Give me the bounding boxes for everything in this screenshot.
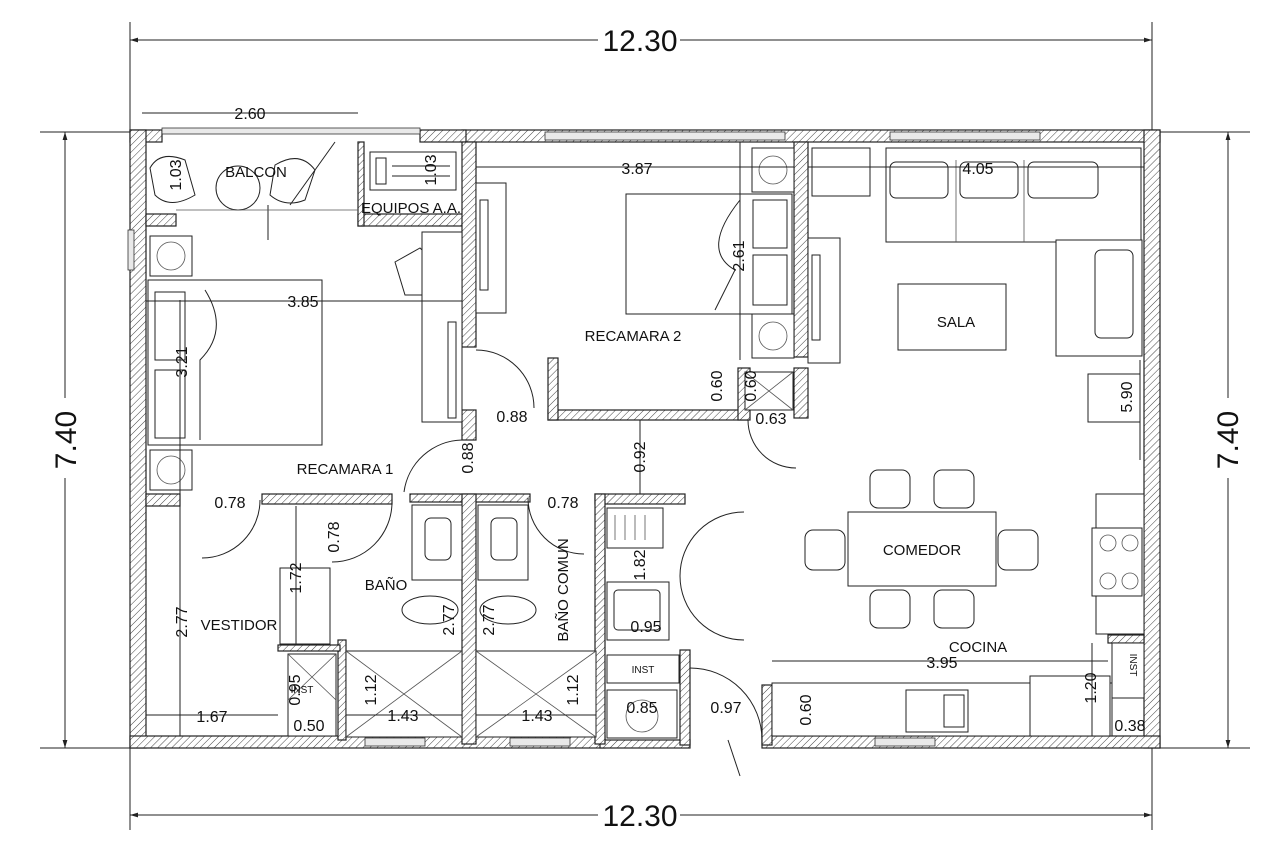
dim-hall-width: 0.92 bbox=[632, 441, 649, 472]
dim-vestidor-width: 1.67 bbox=[196, 709, 227, 726]
dim-equipos-depth: 1.03 bbox=[423, 154, 440, 185]
dim-balcon-width: 2.60 bbox=[234, 106, 265, 123]
living-furniture bbox=[811, 147, 1143, 423]
room-label-equipos: EQUIPOS A.A. bbox=[361, 200, 461, 217]
laundry-fixtures bbox=[606, 507, 763, 777]
dim-closet-depth: 0.60 bbox=[709, 370, 726, 401]
dim-service-door: 0.97 bbox=[710, 700, 741, 717]
inst-label-2: INST bbox=[632, 665, 655, 676]
overall-height-left: 7.40 bbox=[50, 411, 83, 469]
windows bbox=[127, 127, 1041, 747]
dim-inst-depth: 0.95 bbox=[287, 674, 304, 705]
dim-bano-comun-door: 0.78 bbox=[547, 495, 578, 512]
room-label-bano: BAÑO bbox=[365, 577, 408, 594]
inst-label-1: INST bbox=[291, 685, 314, 696]
dim-kitchen-inst: 0.38 bbox=[1114, 718, 1145, 735]
inner-dimension-lines bbox=[142, 112, 1144, 736]
dim-duct-depth: 0.60 bbox=[743, 370, 760, 401]
dim-kitchen-depth: 1.20 bbox=[1083, 672, 1100, 703]
dining-furniture bbox=[804, 469, 1039, 629]
dim-rec2-width: 3.87 bbox=[621, 161, 652, 178]
dim-rec2-depth: 2.61 bbox=[731, 240, 748, 271]
inst-label-3: INST bbox=[1127, 654, 1138, 677]
dim-inst-width: 0.50 bbox=[293, 718, 324, 735]
room-label-sala: SALA bbox=[937, 314, 975, 331]
dim-sala-depth: 5.90 bbox=[1119, 381, 1136, 412]
overall-dimensions bbox=[40, 22, 1250, 830]
dim-bano-depth: 2.77 bbox=[441, 604, 458, 635]
ac-equipment bbox=[369, 151, 457, 191]
dim-vestidor-door: 0.78 bbox=[214, 495, 245, 512]
dim-laundry-width: 0.95 bbox=[630, 619, 661, 636]
dim-bano-door-a: 0.78 bbox=[326, 521, 343, 552]
room-label-comedor: COMEDOR bbox=[883, 542, 962, 559]
dim-rec1-width: 3.85 bbox=[287, 294, 318, 311]
dim-bano-comun-depth: 2.77 bbox=[481, 604, 498, 635]
room-label-recamara1: RECAMARA 1 bbox=[297, 461, 394, 478]
room-label-vestidor: VESTIDOR bbox=[201, 617, 278, 634]
dim-laundry-depth: 1.82 bbox=[632, 549, 649, 580]
dim-vestidor-depth: 2.77 bbox=[174, 606, 191, 637]
overall-width-bottom: 12.30 bbox=[602, 800, 677, 833]
dim-vestidor-shelf: 1.72 bbox=[288, 562, 305, 593]
dim-balcon-depth: 1.03 bbox=[168, 159, 185, 190]
dim-shower-a-width: 1.43 bbox=[387, 708, 418, 725]
overall-width-top: 12.30 bbox=[602, 25, 677, 58]
dim-shower-b-width: 1.43 bbox=[521, 708, 552, 725]
dim-rec2-door: 0.88 bbox=[496, 409, 527, 426]
dim-kitchen-width: 3.95 bbox=[926, 655, 957, 672]
room-label-recamara2: RECAMARA 2 bbox=[585, 328, 682, 345]
room-label-cocina: COCINA bbox=[949, 639, 1007, 656]
dim-counter-depth: 0.60 bbox=[798, 694, 815, 725]
dim-boiler-width: 0.85 bbox=[626, 700, 657, 717]
kitchen-furniture bbox=[771, 493, 1145, 737]
dim-rec1-depth: 3.21 bbox=[174, 346, 191, 377]
overall-height-right: 7.40 bbox=[1212, 411, 1245, 469]
dim-duct-door: 0.63 bbox=[755, 411, 786, 428]
balcony-furniture bbox=[149, 141, 358, 240]
bathroom-fixtures bbox=[201, 497, 597, 738]
dim-shower-b-depth: 1.12 bbox=[565, 674, 582, 705]
dim-shower-a-depth: 1.12 bbox=[363, 674, 380, 705]
room-label-bano-comun: BAÑO COMUN bbox=[555, 538, 572, 641]
room-label-balcon: BALCON bbox=[225, 164, 287, 181]
bedroom-1-furniture bbox=[147, 231, 535, 493]
dim-sala-width: 4.05 bbox=[962, 161, 993, 178]
bedroom-2-furniture bbox=[475, 147, 841, 469]
dim-rec1-door: 0.88 bbox=[460, 442, 477, 473]
